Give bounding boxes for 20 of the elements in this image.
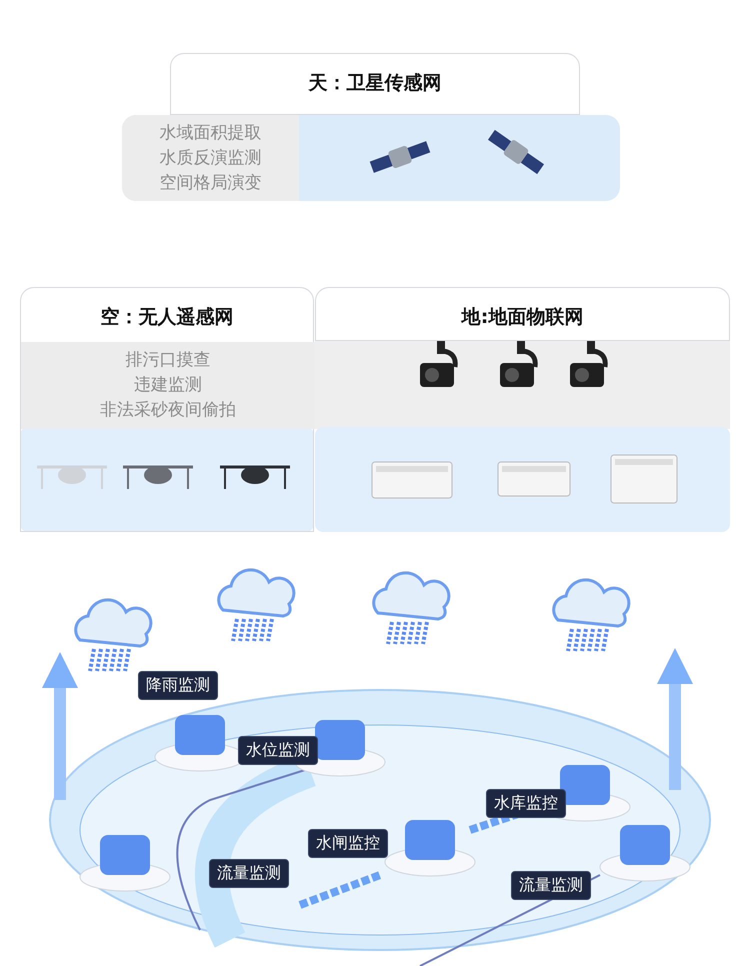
monitor-label: 降雨监测 xyxy=(138,671,218,700)
network-card xyxy=(315,287,730,341)
network-title: 地:地面物联网 xyxy=(460,305,584,330)
monitor-label: 流量监测 xyxy=(209,859,289,888)
task-item: 空间格局演变 xyxy=(158,172,262,194)
monitor-label: 流量监测 xyxy=(511,871,591,900)
task-item: 非法采砂夜间偷拍 xyxy=(99,399,237,422)
network-card xyxy=(170,53,580,115)
network-card xyxy=(20,287,314,532)
monitor-label: 水位监测 xyxy=(238,736,318,765)
network-title: 空：无人遥感网 xyxy=(100,305,234,330)
task-item: 违建监测 xyxy=(133,374,203,397)
task-item: 水域面积提取 xyxy=(158,122,262,144)
monitor-label: 水闸监控 xyxy=(308,829,388,858)
task-item: 排污口摸查 xyxy=(124,349,212,372)
monitor-label: 水库监控 xyxy=(486,789,566,818)
task-item: 水质反演监测 xyxy=(158,146,262,170)
task-list-panel xyxy=(122,115,299,201)
network-title: 天：卫星传感网 xyxy=(307,71,442,96)
task-list-panel xyxy=(21,342,315,429)
